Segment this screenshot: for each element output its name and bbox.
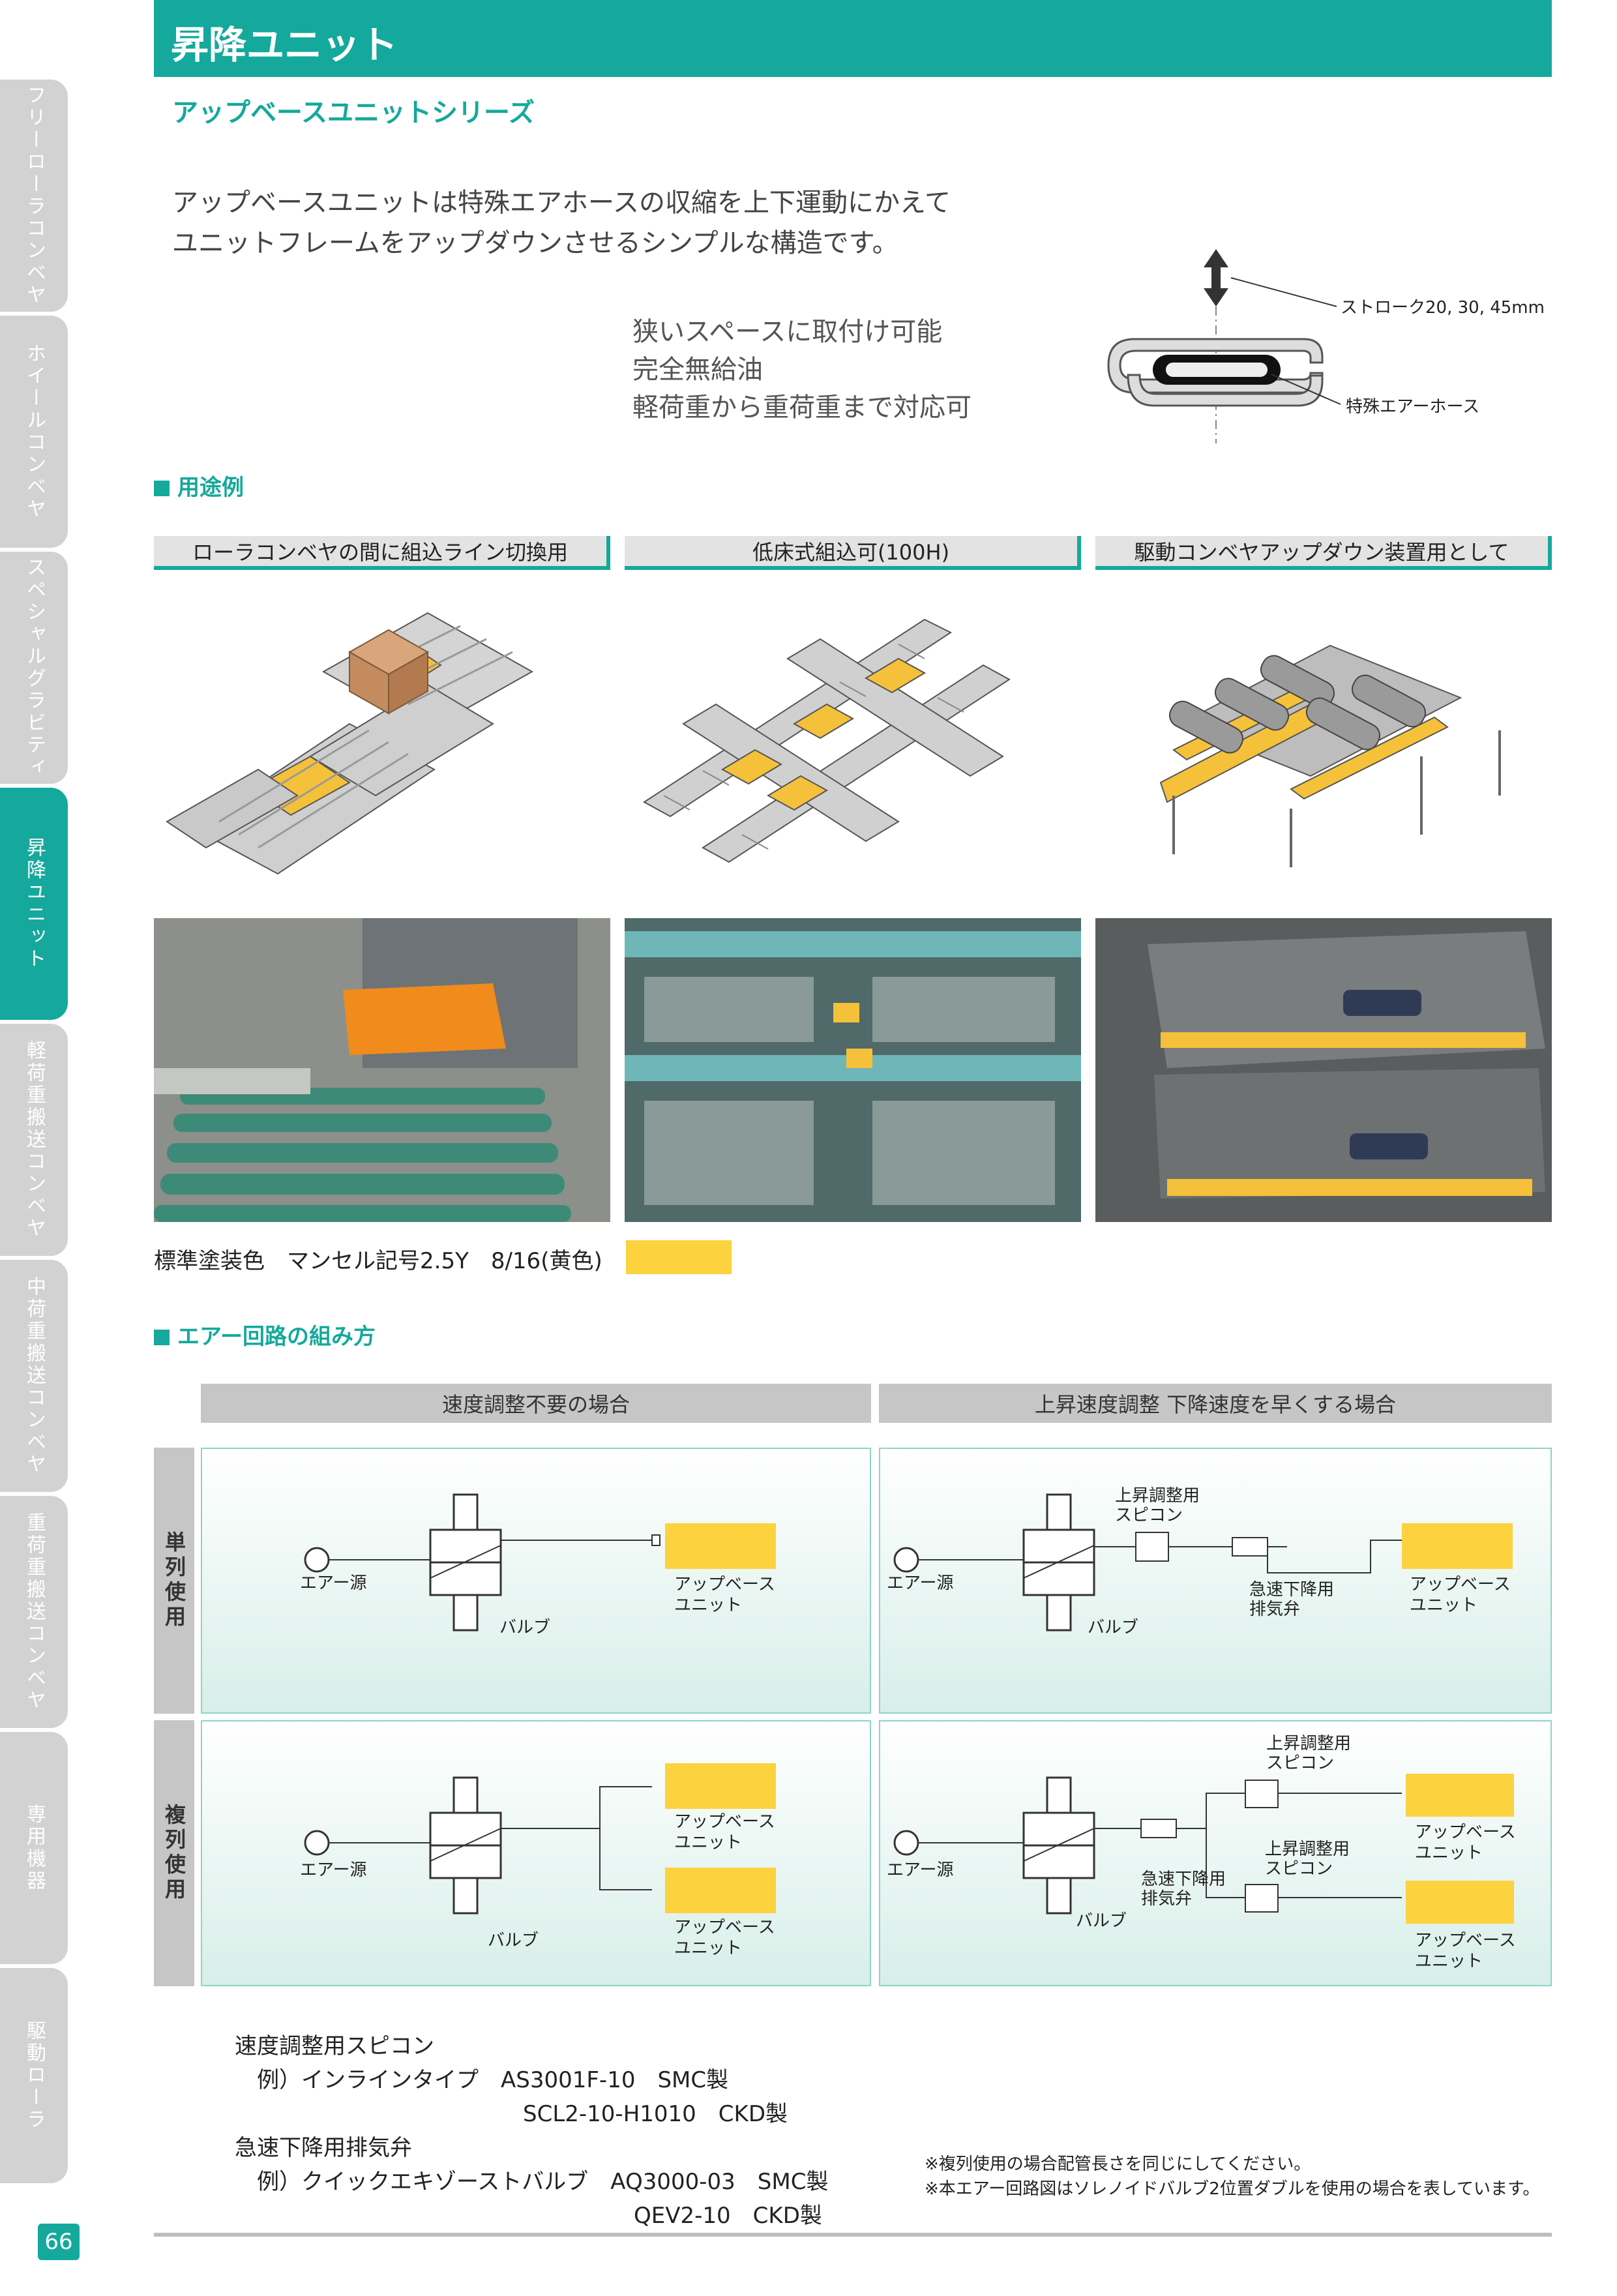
unit-label: アップベース bbox=[674, 1918, 775, 1937]
circuit-panel-single-speed: エアー源 バルブ 上昇調整用 スピコン 急速下降用 排気弁 アップベース ユニッ… bbox=[879, 1448, 1552, 1714]
footnotes: ※複列使用の場合配管長さを同じにしてください。 ※本エアー回路図はソレノイドバル… bbox=[925, 2154, 1540, 2199]
speed-controller-icon bbox=[1245, 1780, 1279, 1808]
page-title: 昇降ユニット bbox=[171, 23, 398, 67]
hose-diagram: ストローク20, 30, 45mm 特殊エアーホース bbox=[1107, 249, 1545, 443]
valve-icon bbox=[429, 1776, 502, 1915]
unit-label: アップベース bbox=[1415, 1931, 1516, 1950]
upbase-unit-box bbox=[665, 1868, 776, 1913]
air-source-label: エアー源 bbox=[300, 1573, 366, 1593]
feature-item: 軽荷重から重荷重まで対応可 bbox=[632, 393, 972, 423]
air-source-label: エアー源 bbox=[300, 1860, 366, 1880]
speed-controller-icon bbox=[1245, 1884, 1279, 1913]
circuit-panel-single-basic: エアー源 バルブ アップベース ユニット bbox=[201, 1448, 871, 1714]
unit-label: ユニット bbox=[1415, 1952, 1483, 1971]
feature-item: 完全無給油 bbox=[632, 355, 763, 385]
side-tab-light-conveyor[interactable]: 軽荷重搬送コンベヤ bbox=[0, 1024, 68, 1256]
valve-label: バルブ bbox=[1076, 1911, 1127, 1931]
speed-controller-label: 上昇調整用 bbox=[1266, 1734, 1351, 1753]
unit-label: アップベース bbox=[674, 1575, 775, 1594]
side-tab-lift-unit[interactable]: 昇降ユニット bbox=[0, 788, 68, 1020]
footer-rule bbox=[154, 2233, 1552, 2237]
exhaust-valve-label: 排気弁 bbox=[1141, 1889, 1192, 1909]
square-bullet-icon bbox=[154, 481, 170, 496]
unit-label: ユニット bbox=[674, 1596, 742, 1615]
air-source-icon bbox=[893, 1547, 919, 1573]
intro-text: アップベースユニットは特殊エアホースの収縮を上下運動にかえて ユニットフレームを… bbox=[172, 188, 951, 258]
upbase-unit-box bbox=[1406, 1881, 1514, 1924]
usage-illustration-2 bbox=[643, 618, 1011, 863]
stroke-label: ストローク20, 30, 45mm bbox=[1341, 298, 1545, 318]
unit-label: ユニット bbox=[674, 1939, 742, 1958]
side-tab-drive-roller[interactable]: 駆動ローラ bbox=[0, 1968, 68, 2183]
exhaust-valve-label: 急速下降用 bbox=[1141, 1870, 1226, 1889]
air-circuit-heading: エアー回路の組み方 bbox=[154, 1319, 376, 1350]
circuit-row-header-double: 複列使用 bbox=[154, 1720, 194, 1986]
speed-controller-label: スピコン bbox=[1115, 1506, 1183, 1525]
speed-controller-icon bbox=[1135, 1532, 1169, 1562]
usage-illustration-3 bbox=[1159, 644, 1501, 867]
air-source-label: エアー源 bbox=[887, 1573, 953, 1593]
speed-controller-label: スピコン bbox=[1265, 1859, 1333, 1879]
side-tab-wheel[interactable]: ホイールコンベヤ bbox=[0, 316, 68, 548]
unit-label: アップベース bbox=[1410, 1575, 1511, 1594]
usage-caption-1: ローラコンベヤの間に組込ライン切換用 bbox=[154, 536, 610, 570]
exhaust-valve-label: 排気弁 bbox=[1249, 1600, 1300, 1619]
speed-controller-label: 上昇調整用 bbox=[1265, 1840, 1350, 1859]
component-notes: 速度調整用スピコン 例）インラインタイプ AS3001F-10 SMC製 SCL… bbox=[235, 2033, 829, 2229]
circuit-row-header-single: 単列使用 bbox=[154, 1448, 194, 1714]
circuit-column-header-2: 上昇速度調整 下降速度を早くする場合 bbox=[879, 1384, 1552, 1423]
unit-label: ユニット bbox=[1410, 1596, 1477, 1615]
circuit-column-header-1: 速度調整不要の場合 bbox=[201, 1384, 871, 1423]
feature-item: 狭いスペースに取付け可能 bbox=[632, 317, 943, 347]
valve-icon bbox=[1022, 1776, 1095, 1915]
unit-label: アップベース bbox=[1415, 1823, 1516, 1842]
usage-caption-3: 駆動コンベヤアップダウン装置用として bbox=[1095, 536, 1552, 570]
side-tab-heavy-conveyor[interactable]: 重荷重搬送コンベヤ bbox=[0, 1496, 68, 1728]
exhaust-valve-icon bbox=[1140, 1819, 1177, 1838]
side-tab-special-equipment[interactable]: 専用機器 bbox=[0, 1732, 68, 1964]
page-number: 66 bbox=[38, 2224, 80, 2260]
unit-label: アップベース bbox=[674, 1812, 775, 1832]
exhaust-valve-label: 急速下降用 bbox=[1249, 1580, 1334, 1600]
air-source-icon bbox=[893, 1830, 919, 1856]
usage-caption-2: 低床式組込可(100H) bbox=[625, 536, 1081, 570]
speed-controller-label: スピコン bbox=[1266, 1753, 1334, 1773]
paint-color-swatch bbox=[626, 1240, 732, 1274]
air-source-label: エアー源 bbox=[887, 1860, 953, 1880]
usage-heading: 用途例 bbox=[154, 470, 244, 501]
air-source-icon bbox=[304, 1830, 330, 1856]
valve-label: バルブ bbox=[499, 1618, 550, 1637]
unit-label: ユニット bbox=[674, 1833, 742, 1853]
air-source-icon bbox=[304, 1547, 330, 1573]
circuit-panel-double-speed: エアー源 バルブ 急速下降用 排気弁 上昇調整用 スピコン 上昇調整用 スピコン… bbox=[879, 1720, 1552, 1986]
valve-label: バルブ bbox=[1088, 1618, 1138, 1637]
feature-list: 狭いスペースに取付け可能 完全無給油 軽荷重から重荷重まで対応可 bbox=[632, 313, 972, 426]
upbase-unit-box bbox=[1406, 1774, 1514, 1817]
exhaust-valve-icon bbox=[1232, 1537, 1268, 1557]
hose-label: 特殊エアーホース bbox=[1346, 397, 1479, 417]
square-bullet-icon bbox=[154, 1330, 170, 1345]
usage-illustration-1 bbox=[166, 612, 534, 875]
usage-photo-2 bbox=[625, 918, 1081, 1222]
usage-photo-1 bbox=[154, 918, 610, 1222]
usage-photo-3 bbox=[1095, 918, 1552, 1222]
side-tab-free-roller[interactable]: フリーローラコンベヤ bbox=[0, 80, 68, 312]
speed-controller-label: 上昇調整用 bbox=[1115, 1486, 1200, 1506]
side-tab-special-gravity[interactable]: スペシャルグラビティ bbox=[0, 552, 68, 784]
page-header: 昇降ユニット bbox=[154, 0, 1552, 77]
side-tab-medium-conveyor[interactable]: 中荷重搬送コンベヤ bbox=[0, 1260, 68, 1492]
series-title: アップベースユニットシリーズ bbox=[172, 98, 535, 128]
standard-paint-label: 標準塗装色 マンセル記号2.5Y 8/16(黄色) bbox=[154, 1248, 602, 1274]
circuit-panel-double-basic: エアー源 バルブ アップベース ユニット アップベース ユニット bbox=[201, 1720, 871, 1986]
upbase-unit-box bbox=[1402, 1523, 1513, 1569]
valve-label: バルブ bbox=[488, 1931, 539, 1950]
upbase-unit-box bbox=[665, 1523, 776, 1569]
upbase-unit-box bbox=[665, 1763, 776, 1809]
unit-label: ユニット bbox=[1415, 1843, 1483, 1863]
